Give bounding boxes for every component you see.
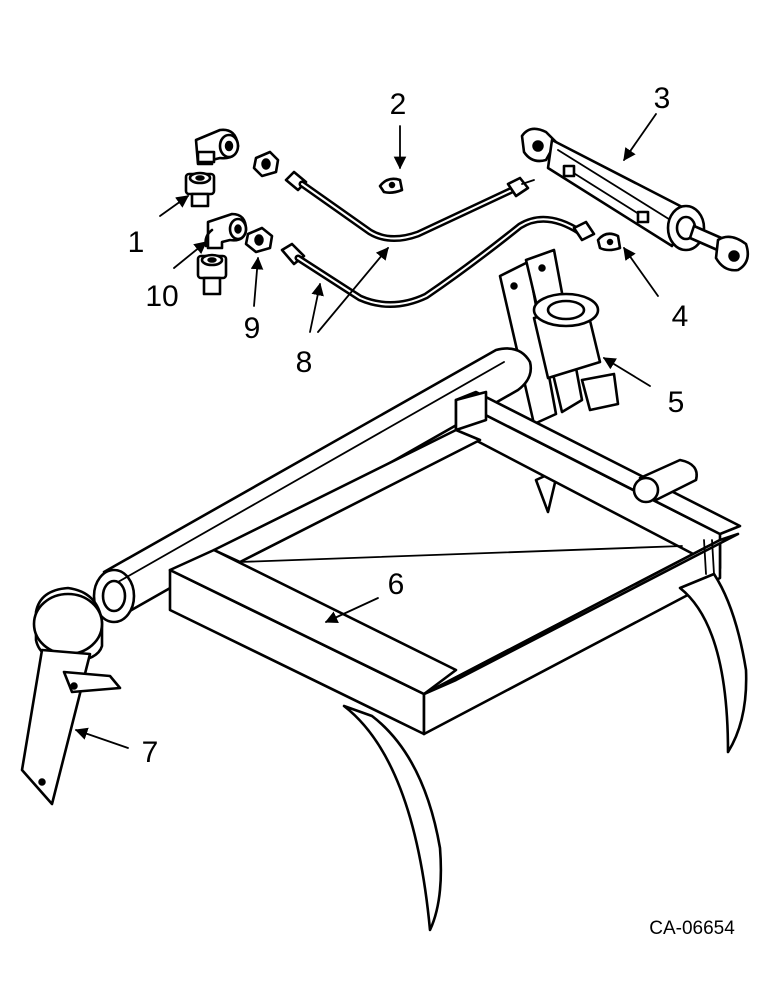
leader-lines [74, 113, 659, 749]
callout-1: 1 [128, 226, 145, 259]
callout-7: 7 [142, 736, 159, 769]
drawing-code: CA-06654 [649, 918, 735, 939]
connector-upper [184, 171, 216, 208]
callout-4: 4 [672, 300, 689, 333]
connector-lower [196, 253, 228, 296]
hose-lower [280, 215, 596, 309]
hydraulic-cylinder [520, 127, 750, 272]
callout-2: 2 [390, 88, 407, 121]
tine-right [678, 572, 748, 754]
right-pivot-bracket [498, 248, 620, 514]
cross-tube [92, 347, 533, 624]
nipple-fitting-lower [244, 226, 274, 254]
callout-8: 8 [296, 346, 313, 379]
frame [168, 390, 742, 736]
left-pivot-bracket [20, 586, 122, 806]
callout-3: 3 [654, 82, 671, 115]
clip-upper [378, 177, 404, 194]
nipple-fitting-upper [252, 150, 280, 178]
clip-lower [596, 232, 622, 252]
elbow-fitting-lower [204, 212, 248, 250]
callout-5: 5 [668, 386, 685, 419]
callout-9: 9 [244, 312, 261, 345]
tine-left [342, 704, 443, 932]
hose-upper [284, 170, 535, 242]
callout-10: 10 [145, 280, 178, 313]
elbow-fitting-upper [194, 128, 240, 166]
callout-6: 6 [388, 568, 405, 601]
